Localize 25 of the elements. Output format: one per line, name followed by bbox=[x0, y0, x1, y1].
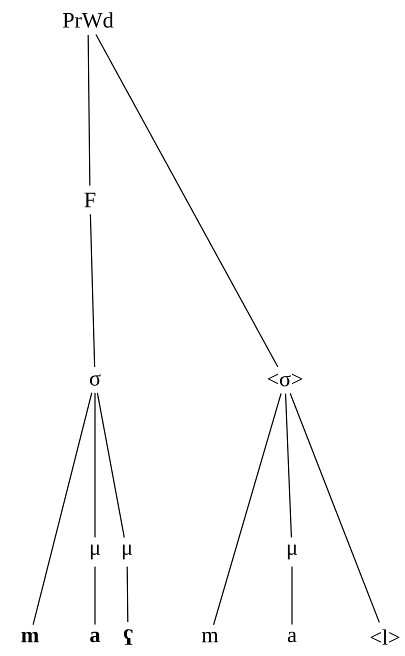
segment-label: m bbox=[21, 632, 39, 642]
segment-label: ʕ bbox=[124, 629, 132, 645]
segment-label: a bbox=[90, 632, 100, 642]
tree-branch bbox=[291, 566, 293, 625]
segment-label: <l> bbox=[370, 629, 400, 645]
tree-branch bbox=[90, 214, 96, 368]
tree-branch bbox=[94, 566, 96, 625]
tree-branch bbox=[96, 392, 125, 538]
segment-label: m bbox=[202, 632, 218, 642]
tree-branch bbox=[290, 393, 380, 623]
node-label: PrWd bbox=[62, 12, 114, 28]
node-label: μ bbox=[90, 544, 100, 560]
segment-label: a bbox=[288, 632, 297, 642]
tree-branch bbox=[95, 34, 278, 368]
tree-branch bbox=[126, 566, 128, 622]
node-label: F bbox=[84, 192, 96, 208]
node-label: μ bbox=[122, 544, 132, 560]
tree-branch bbox=[88, 35, 90, 186]
node-label: <σ> bbox=[268, 374, 302, 386]
tree-branch bbox=[213, 393, 282, 625]
node-label: μ bbox=[288, 544, 297, 560]
tree-branch bbox=[94, 392, 96, 538]
node-label: σ bbox=[90, 374, 101, 386]
tree-branch bbox=[32, 392, 92, 625]
tree-branch bbox=[284, 394, 292, 538]
